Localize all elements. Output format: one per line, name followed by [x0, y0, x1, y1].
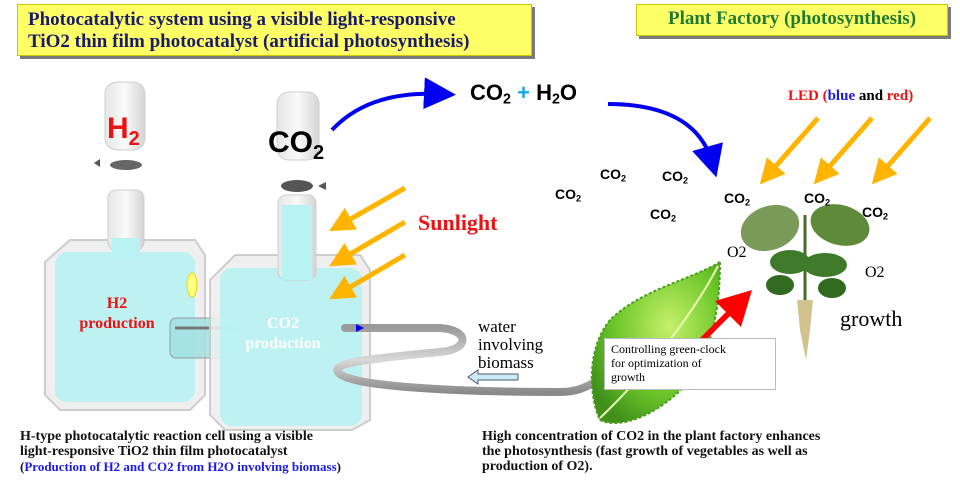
plant-image	[740, 204, 870, 360]
sunlight-label: Sunlight	[418, 210, 498, 235]
led-label: LED (blue and red)	[788, 88, 914, 104]
title-left-line2: TiO2 thin film photocatalyst (artificial…	[28, 31, 470, 52]
co2-molecule: CO2	[862, 204, 889, 222]
green-clock-textbox: Controlling green-clock for optimization…	[604, 338, 776, 390]
water-return-arrow-icon	[467, 369, 519, 385]
title-left-line1: Photocatalytic system using a visible li…	[28, 9, 456, 30]
h2-valve-clamp	[110, 160, 142, 170]
growth-arrow-icon	[698, 290, 752, 344]
water-biomass-label: water involving biomass	[478, 317, 544, 372]
h2-production-label: H2 production	[79, 295, 155, 332]
co2-to-plant-arrow-icon	[607, 102, 723, 178]
title-plant-factory: Plant Factory (photosynthesis)	[636, 4, 948, 36]
caption-plant-factory: High concentration of CO2 in the plant f…	[482, 429, 821, 474]
co2-molecule: CO2	[804, 190, 831, 208]
h2-chamber	[44, 239, 206, 411]
co2-molecule: CO2	[662, 168, 689, 186]
co2-production-label: CO2 production	[245, 315, 321, 352]
title-artificial-photosynthesis: Photocatalytic system using a visible li…	[17, 4, 532, 56]
h2-bottle-label: H2	[107, 112, 140, 150]
co2-h2o-reaction: CO2 + H2O	[470, 80, 578, 108]
co2-molecule: CO2	[555, 186, 582, 204]
co2-molecule: CO2	[650, 206, 677, 224]
water-biomass-tube	[333, 324, 624, 397]
o2-label-left: O2	[727, 244, 747, 261]
h2-gas-bottle	[94, 81, 146, 258]
growth-label: growth	[840, 306, 903, 331]
co2-output-arrow-icon	[330, 77, 456, 132]
co2-gas-bottle	[276, 91, 326, 281]
co2-valve-clamp	[281, 180, 313, 192]
led-light-arrows-icon	[759, 116, 932, 185]
co2-molecule: CO2	[600, 166, 627, 184]
caption-h-type-cell: H-type photocatalytic reaction cell usin…	[20, 429, 341, 474]
sunlight-arrows-icon	[329, 185, 407, 300]
co2-molecule: CO2	[724, 190, 751, 208]
o2-label-right: O2	[865, 264, 885, 281]
co2-bottle-label: CO2	[268, 126, 325, 164]
